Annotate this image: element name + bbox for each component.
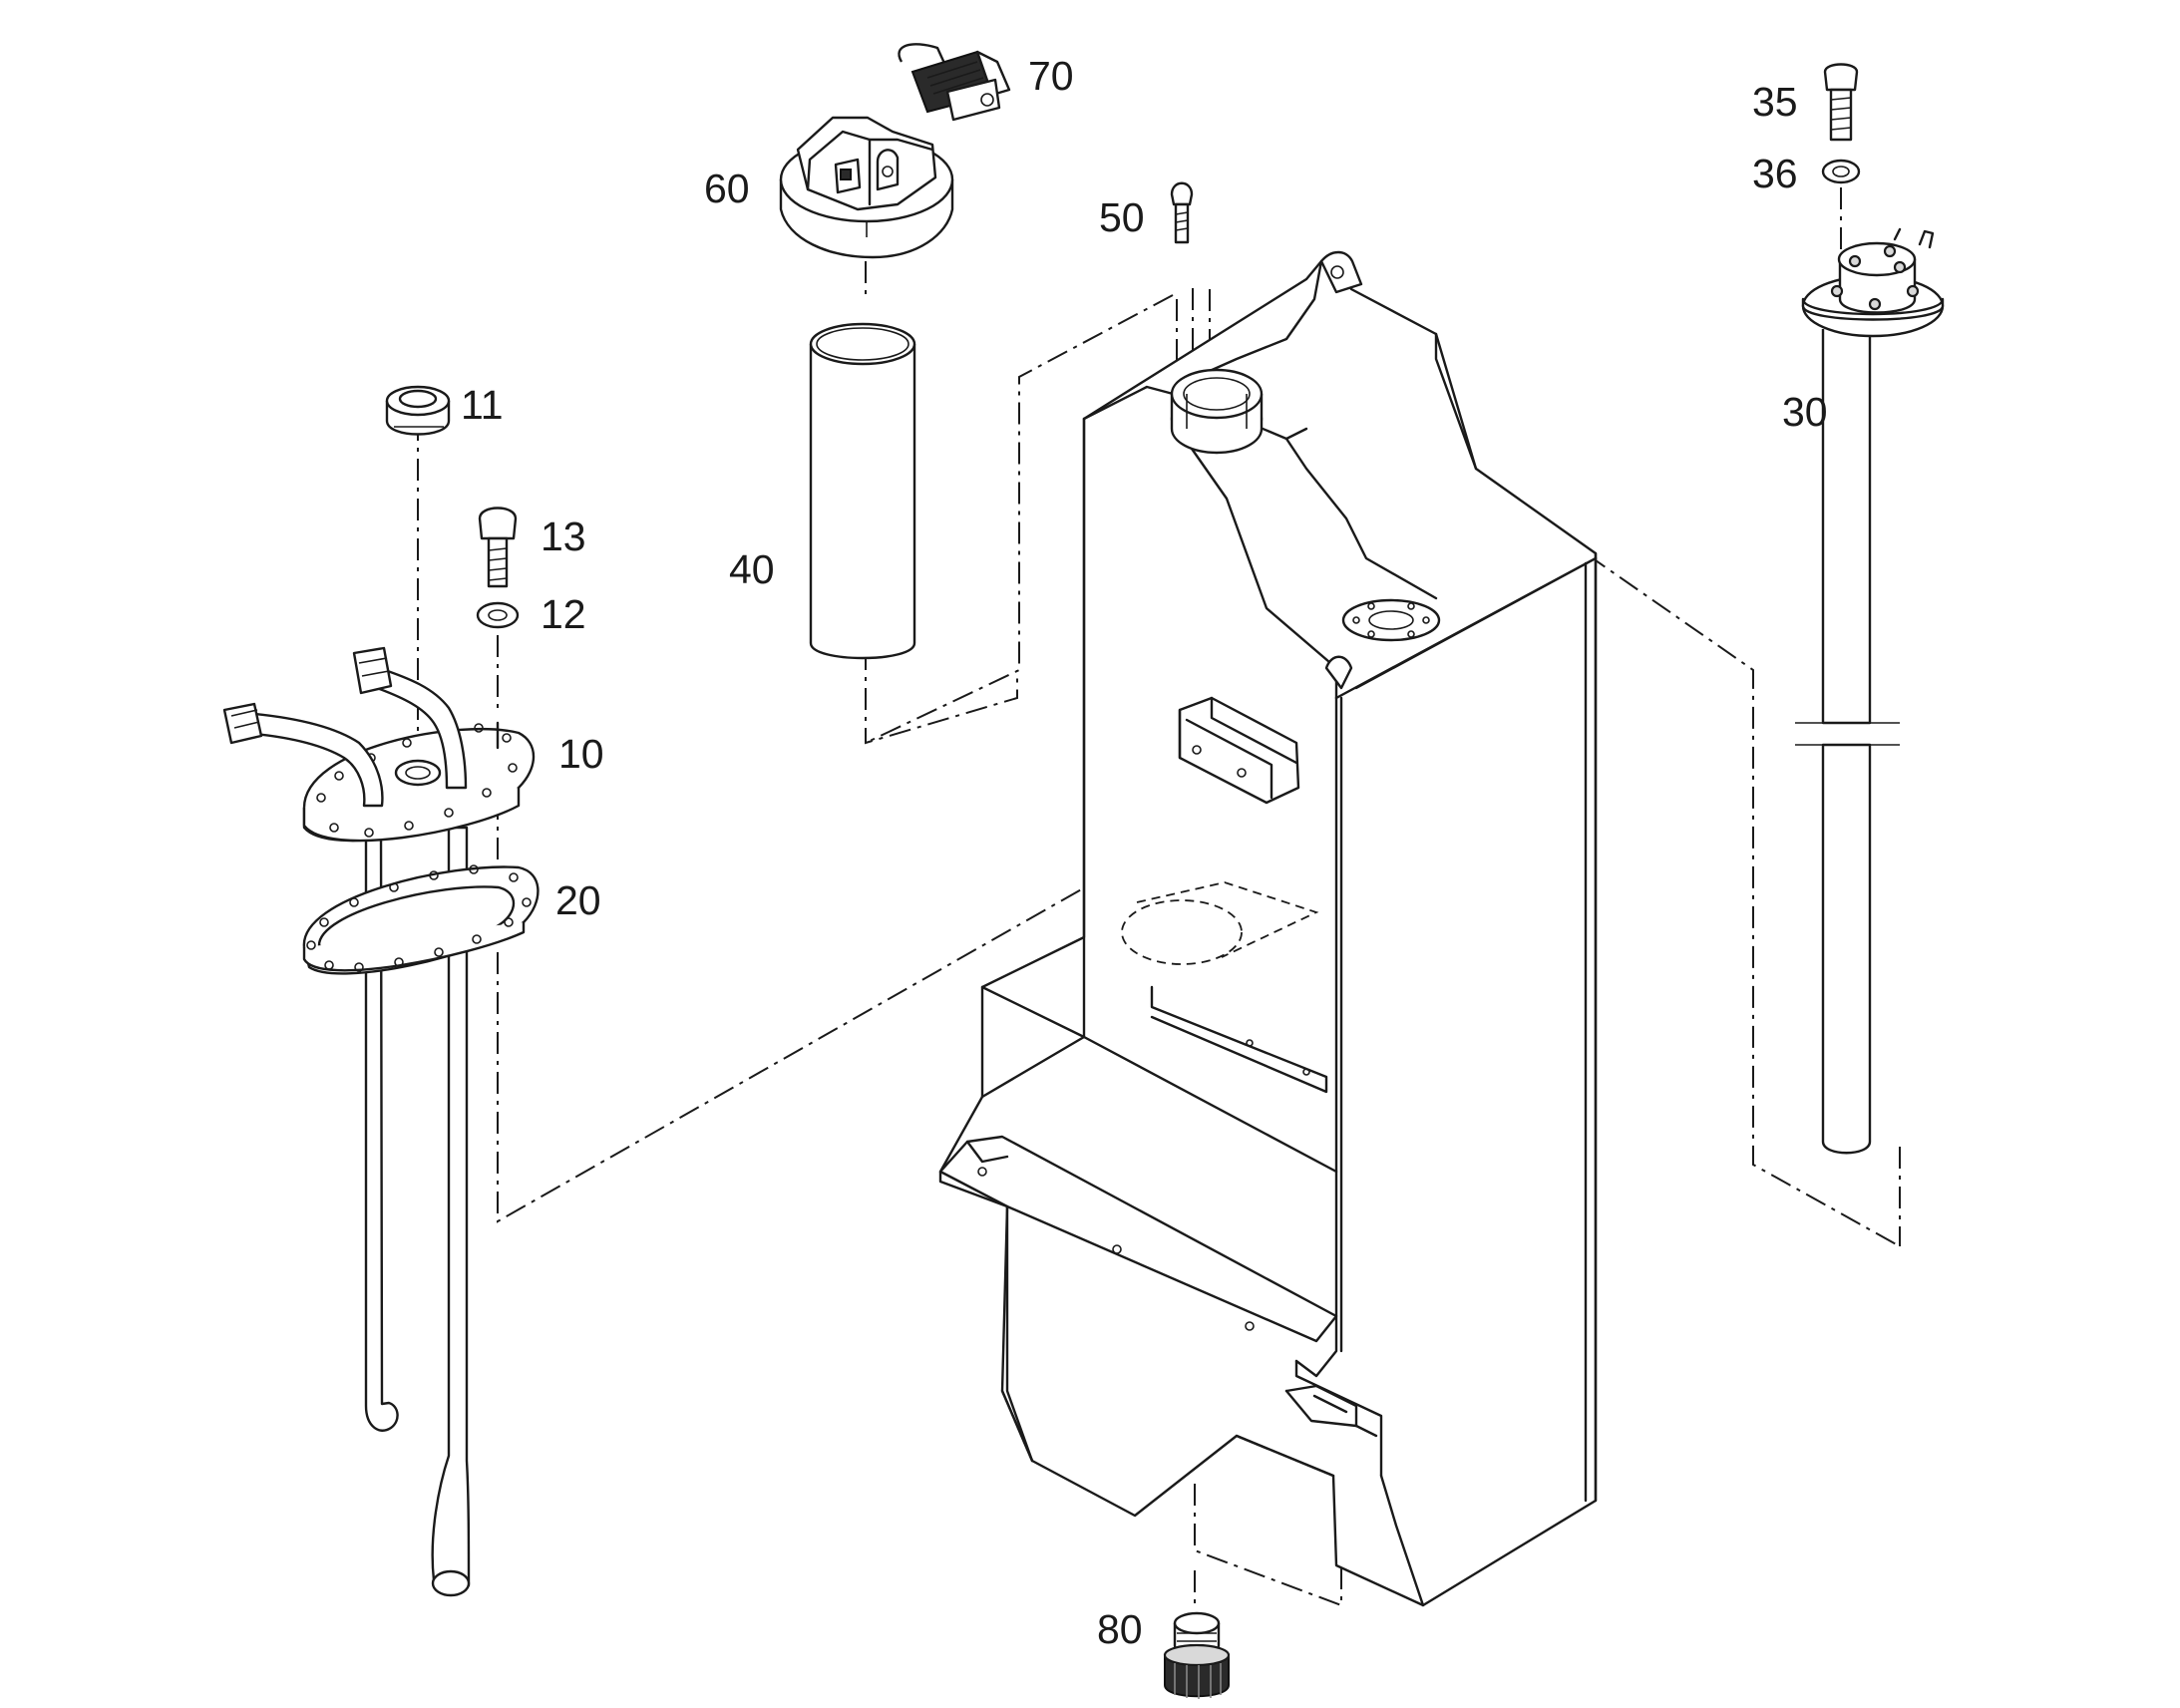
callout-12: 12 bbox=[541, 591, 586, 637]
plug-part-11 bbox=[385, 385, 451, 436]
bolt-part-35 bbox=[1823, 63, 1859, 142]
padlock-part-70 bbox=[898, 43, 1011, 122]
callout-50: 50 bbox=[1099, 194, 1145, 240]
level-sender-part-30 bbox=[1795, 227, 1945, 1155]
callout-10: 10 bbox=[558, 731, 604, 777]
gasket-part-20 bbox=[302, 864, 540, 975]
callout-11: 11 bbox=[461, 382, 504, 428]
callout-30: 30 bbox=[1782, 389, 1828, 435]
strainer-part-40 bbox=[809, 322, 916, 660]
callout-35: 35 bbox=[1752, 79, 1798, 125]
callout-13: 13 bbox=[541, 513, 586, 559]
callout-70: 70 bbox=[1028, 53, 1074, 99]
callout-40: 40 bbox=[729, 546, 775, 592]
washer-part-36 bbox=[1821, 159, 1861, 184]
callout-60: 60 bbox=[704, 166, 750, 211]
pipe-assembly-part-10 bbox=[222, 646, 536, 1597]
callout-labels: 70 60 50 35 36 30 11 13 12 40 10 20 80 bbox=[461, 53, 1828, 1652]
bolt-part-13 bbox=[478, 507, 518, 588]
filler-cap-part-60 bbox=[779, 116, 954, 259]
callout-20: 20 bbox=[555, 877, 601, 923]
washer-part-12 bbox=[476, 601, 520, 629]
callout-36: 36 bbox=[1752, 151, 1798, 196]
callout-80: 80 bbox=[1097, 1606, 1143, 1652]
bolt-part-50 bbox=[1170, 181, 1194, 244]
fuel-tank bbox=[938, 250, 1598, 1607]
drain-plug-part-80 bbox=[1163, 1611, 1231, 1699]
